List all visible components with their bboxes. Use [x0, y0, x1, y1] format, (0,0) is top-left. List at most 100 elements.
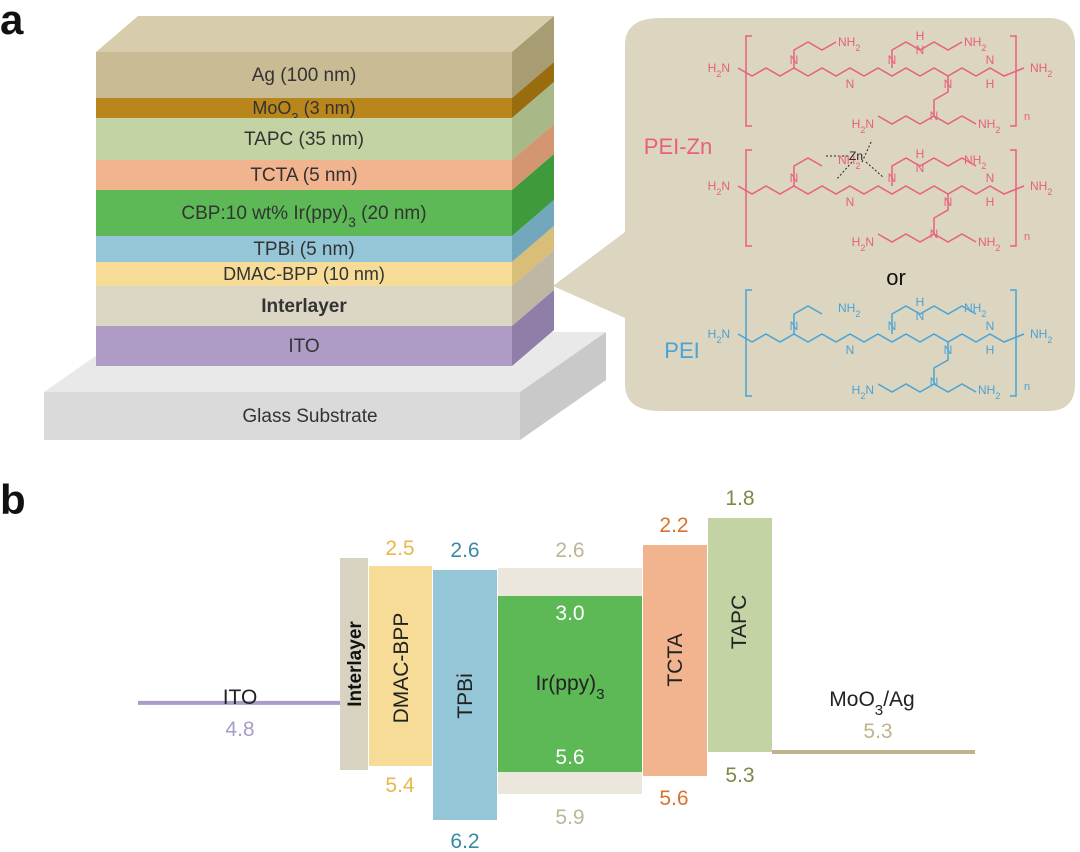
atom-label: NH2: [838, 153, 860, 171]
tcta-homo: 5.6: [659, 787, 688, 810]
atom-label: N: [930, 227, 939, 241]
atom-label: H: [986, 343, 995, 357]
irppy-name: Ir(ppy)3: [535, 672, 604, 703]
device-layer-stack: Ag (100 nm) MoO3 (3 nm) TAPC (35 nm) TCTA (…: [96, 16, 554, 366]
tpbi-lumo: 2.6: [450, 539, 479, 562]
layer-ito: ITO: [96, 290, 554, 366]
layer-inter: Interlayer: [96, 250, 554, 326]
tapc-name: TAPC: [728, 595, 751, 649]
layer-label-tcta: TCTA (5 nm): [250, 165, 357, 186]
atom-label: NH2: [978, 235, 1000, 253]
repeat-unit-n: n: [1024, 231, 1030, 243]
repeat-unit-n: n: [1024, 111, 1030, 123]
cathode-name: MoO3/Ag: [829, 688, 914, 719]
repeat-unit-n: n: [1024, 381, 1030, 393]
layer-dmac: DMAC-BPP (10 nm): [96, 226, 554, 286]
dmac-lumo: 2.5: [385, 537, 414, 560]
layer-label-tapc: TAPC (35 nm): [244, 129, 364, 150]
pei-structure: [737, 289, 1025, 397]
stack-top-face: [96, 16, 554, 52]
irppy-homo: 5.6: [555, 746, 584, 769]
layer-tapc: TAPC (35 nm): [96, 82, 554, 160]
tcta-lumo: 2.2: [659, 514, 688, 537]
panel-b-label: b: [0, 476, 26, 523]
interlayer-bar: [340, 558, 368, 770]
atom-label: N: [846, 343, 855, 357]
tapc-homo: 5.3: [725, 764, 754, 787]
atom-label: H2N: [852, 383, 874, 401]
atom-label: N: [916, 43, 925, 57]
pei-zn-structure: [737, 35, 1025, 247]
atom-label: N: [986, 171, 995, 185]
ito-name: ITO: [223, 686, 258, 709]
layer-label-ag: Ag (100 nm): [252, 65, 357, 86]
atom-label: H2N: [708, 61, 730, 79]
atom-label: NH2: [978, 117, 1000, 135]
atom-label: NH2: [1030, 179, 1052, 197]
tpbi-name: TPBi: [454, 673, 477, 719]
atom-label: H2N: [708, 327, 730, 345]
ito-workfunction: 4.8: [225, 718, 254, 741]
zn-coordination-bonds: [826, 139, 885, 181]
layer-tpbi: TPBi (5 nm): [96, 200, 554, 262]
atom-label: H2N: [852, 235, 874, 253]
atom-label: N: [916, 161, 925, 175]
pei-zn-label: PEI-Zn: [644, 134, 712, 159]
tpbi-bar: [433, 570, 497, 820]
tapc-bar: [708, 518, 772, 752]
layer-label-tpbi: TPBi (5 nm): [253, 239, 354, 260]
tapc-lumo: 1.8: [725, 487, 754, 510]
atom-label: NH2: [964, 35, 986, 53]
layer-tcta: TCTA (5 nm): [96, 124, 554, 190]
atom-label: NH2: [1030, 327, 1052, 345]
atom-label: N: [790, 319, 799, 333]
atom-label: NH2: [978, 383, 1000, 401]
atom-label: N: [846, 77, 855, 91]
atom-label: H: [916, 29, 925, 43]
tpbi-homo: 6.2: [450, 830, 479, 852]
atom-label: NH2: [964, 301, 986, 319]
layer-ag: Ag (100 nm): [96, 16, 554, 98]
atom-label: H2N: [852, 117, 874, 135]
atom-label: N: [888, 319, 897, 333]
glass-substrate-label: Glass Substrate: [242, 406, 377, 427]
atom-label: H: [986, 77, 995, 91]
layer-label-inter: Interlayer: [261, 296, 347, 317]
layer-cbp: CBP:10 wt% Ir(ppy)3 (20 nm): [96, 154, 554, 236]
chemical-structure-callout: [553, 18, 1075, 411]
cathode-workfunction: 5.3: [863, 720, 892, 743]
atom-label: H: [986, 195, 995, 209]
cbp-homo: 5.9: [555, 806, 584, 829]
layer-label-moo3: MoO3 (3 nm): [252, 98, 355, 125]
atom-label: NH2: [1030, 61, 1052, 79]
atom-label: NH2: [964, 153, 986, 171]
atom-label: N: [916, 309, 925, 323]
or-label: or: [886, 265, 906, 290]
interlayer-name: Interlayer: [345, 621, 366, 707]
atom-label: N: [790, 171, 799, 185]
tcta-bar: [643, 545, 707, 776]
atom-label: N: [846, 195, 855, 209]
atom-label: N: [986, 319, 995, 333]
atom-label: N: [790, 53, 799, 67]
atom-label: H2N: [708, 179, 730, 197]
atom-label: N: [944, 343, 953, 357]
atom-label: N: [986, 53, 995, 67]
layer-label-ito: ITO: [288, 336, 319, 357]
layer-label-cbp: CBP:10 wt% Ir(ppy)3 (20 nm): [181, 203, 426, 230]
layer-label-dmac: DMAC-BPP (10 nm): [223, 264, 385, 284]
irppy-lumo: 3.0: [555, 602, 584, 625]
dmac-bar: [369, 566, 432, 766]
panel-a-label: a: [0, 0, 24, 43]
atom-label: NH2: [838, 301, 860, 319]
atom-label: N: [888, 171, 897, 185]
irppy-bar: [498, 596, 642, 772]
atom-label: H: [916, 147, 925, 161]
atom-label: N: [930, 375, 939, 389]
cbp-lumo: 2.6: [555, 539, 584, 562]
zn-atom-label: Zn: [849, 149, 863, 163]
atom-label: NH2: [838, 35, 860, 53]
